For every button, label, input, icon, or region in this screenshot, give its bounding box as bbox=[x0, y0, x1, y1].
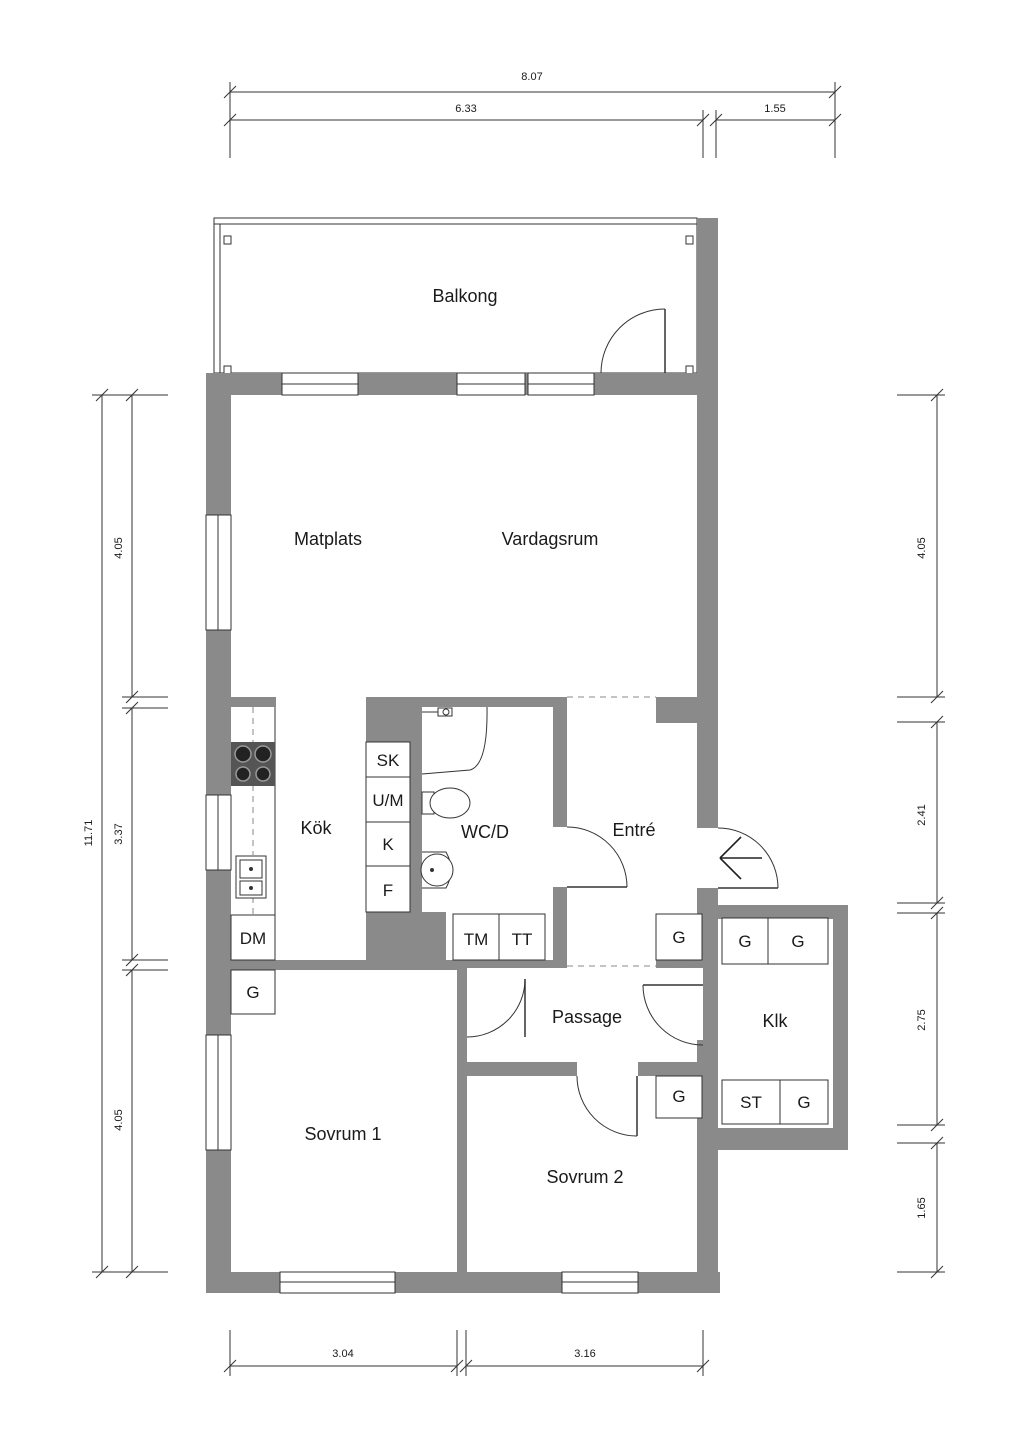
dim-top-total: 8.07 bbox=[521, 71, 542, 83]
wardrobes bbox=[230, 913, 829, 1125]
dim-bottom-left: 3.04 bbox=[332, 1348, 353, 1360]
dim-left-total: 11.71 bbox=[83, 820, 95, 847]
fixture-k: K bbox=[382, 835, 394, 854]
dim-left-mid: 3.37 bbox=[113, 823, 125, 844]
fixture-sk: SK bbox=[377, 751, 400, 770]
fixture-st: ST bbox=[740, 1093, 762, 1112]
fixture-g-klk-2: G bbox=[791, 932, 804, 951]
windows bbox=[205, 372, 639, 1294]
dim-left-bottom: 4.05 bbox=[113, 1109, 125, 1130]
fixture-g-entre: G bbox=[672, 928, 685, 947]
dim-right-3: 2.75 bbox=[916, 1009, 928, 1030]
dim-right-4: 1.65 bbox=[916, 1197, 928, 1218]
entrance-arrow-icon bbox=[719, 836, 762, 880]
doors bbox=[466, 826, 779, 1137]
fixture-tm: TM bbox=[464, 930, 489, 949]
fixture-f: F bbox=[383, 881, 393, 900]
room-balkong: Balkong bbox=[432, 286, 497, 306]
room-passage: Passage bbox=[552, 1007, 622, 1027]
room-sovrum1: Sovrum 1 bbox=[304, 1124, 381, 1144]
room-matplats: Matplats bbox=[294, 529, 362, 549]
kitchen-counter bbox=[231, 707, 276, 915]
fixture-tt: TT bbox=[512, 930, 533, 949]
fixture-um: U/M bbox=[372, 791, 403, 810]
fixture-dm: DM bbox=[240, 929, 266, 948]
dim-right-1: 4.05 bbox=[916, 537, 928, 558]
room-kok: Kök bbox=[300, 818, 332, 838]
laundry-machines bbox=[452, 913, 546, 961]
dim-right-2: 2.41 bbox=[916, 804, 928, 825]
kitchen-cabinets bbox=[365, 741, 411, 913]
fixture-g-sovrum1: G bbox=[246, 983, 259, 1002]
dim-top-right: 1.55 bbox=[764, 103, 785, 115]
sink-icon bbox=[235, 855, 267, 899]
room-vardagsrum: Vardagsrum bbox=[502, 529, 599, 549]
fixture-g-klk-1: G bbox=[738, 932, 751, 951]
room-wcd: WC/D bbox=[461, 822, 509, 842]
dim-bottom-right: 3.16 bbox=[574, 1348, 595, 1360]
fixture-g-sovrum2: G bbox=[672, 1087, 685, 1106]
shower-icon bbox=[421, 706, 488, 775]
openings bbox=[252, 696, 703, 967]
toilet-icon bbox=[421, 787, 471, 819]
room-sovrum2: Sovrum 2 bbox=[546, 1167, 623, 1187]
room-entre: Entré bbox=[612, 820, 655, 840]
room-klk: Klk bbox=[762, 1011, 788, 1031]
fixture-g-klk-3: G bbox=[797, 1093, 810, 1112]
washbasin-icon bbox=[420, 851, 454, 889]
dim-left-top: 4.05 bbox=[113, 537, 125, 558]
dim-top-left: 6.33 bbox=[455, 103, 476, 115]
dimension-lines bbox=[92, 82, 945, 1376]
dm-box bbox=[230, 914, 276, 961]
